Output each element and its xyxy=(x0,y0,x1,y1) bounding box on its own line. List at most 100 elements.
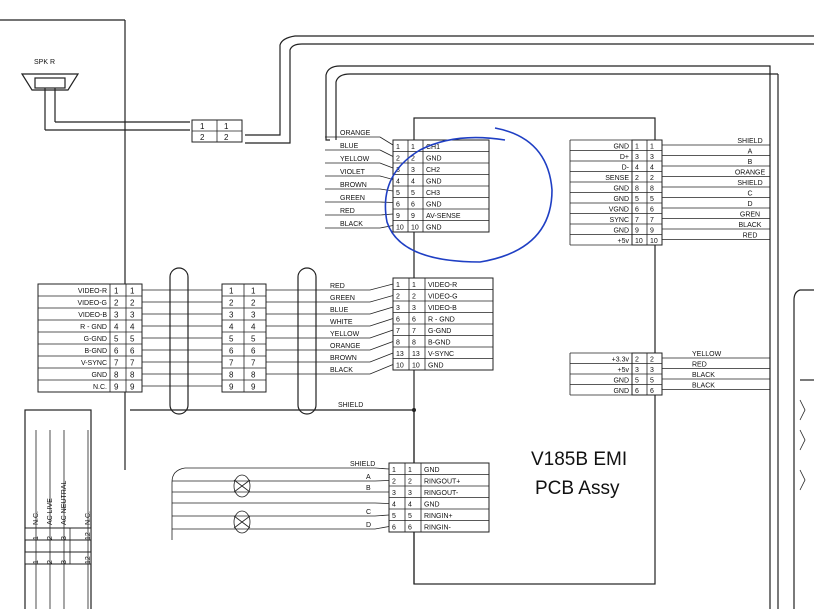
power-signal: GND xyxy=(613,378,629,385)
audio-wire-color-label: YELLOW xyxy=(340,156,370,163)
video-left-pin-right: 6 xyxy=(130,347,135,356)
video-left-signal: B-GND xyxy=(84,348,107,355)
video-left-pin-right: 4 xyxy=(130,323,135,332)
right-top-pin-right: 10 xyxy=(650,238,658,245)
ac-label: AC NEUTRAL xyxy=(61,481,68,525)
ring-pin-right: 3 xyxy=(408,490,412,497)
video-mid-pin-left: 2 xyxy=(229,299,234,308)
ac-outer-box xyxy=(24,409,92,609)
right-top-signal: GND xyxy=(613,196,629,203)
video-right-signal: V-SYNC xyxy=(428,351,454,358)
small-pin-2b: 2 xyxy=(224,133,229,142)
video-right-pin-right: 10 xyxy=(412,363,420,370)
power-signal: GND xyxy=(613,388,629,395)
pcb-label-line2: PCB Assy xyxy=(535,478,620,499)
video-wire xyxy=(266,329,394,339)
audio-signal-label: GND xyxy=(426,179,442,186)
audio-wire-color-label: ORANGE xyxy=(340,130,371,137)
right-top-pin-left: 6 xyxy=(635,207,639,214)
audio-signal-label: CH1 xyxy=(426,144,440,151)
audio-wire xyxy=(325,213,394,216)
audio-signal-label: CH2 xyxy=(426,167,440,174)
ring-wire-label: C xyxy=(366,509,371,516)
video-mid-pin-right: 6 xyxy=(251,347,256,356)
video-right-pin-left: 1 xyxy=(396,282,400,289)
video-wire-color-label: BROWN xyxy=(330,355,357,362)
video-mid-pin-left: 5 xyxy=(229,335,234,344)
video-left-signal: VIDEO-G xyxy=(77,300,107,307)
video-right-pin-right: 1 xyxy=(412,282,416,289)
right-top-pin-right: 3 xyxy=(650,154,654,161)
video-left-pin-left: 1 xyxy=(114,287,119,296)
video-left-signal: V-SYNC xyxy=(81,360,107,367)
power-pin-right: 5 xyxy=(650,378,654,385)
video-wire xyxy=(266,364,394,375)
video-left-pin-right: 3 xyxy=(130,311,135,320)
ac-pin-top: 12 xyxy=(85,532,92,540)
audio-wire-color-label: BLUE xyxy=(340,143,359,150)
video-left-pin-left: 7 xyxy=(114,359,119,368)
video-right-pin-right: 2 xyxy=(412,294,416,301)
right-top-pin-right: 7 xyxy=(650,217,654,224)
audio-wire-color-label: BROWN xyxy=(340,182,367,189)
audio-wire xyxy=(325,175,394,180)
twist-cross xyxy=(233,515,251,529)
twist-ellipse xyxy=(233,474,251,498)
twist-cross xyxy=(233,479,251,493)
ring-wire xyxy=(172,502,390,504)
video-right-pin-left: 6 xyxy=(396,317,400,324)
right-top-color-label: SHIELD xyxy=(737,180,762,187)
video-wire-color-label: BLUE xyxy=(330,307,349,314)
audio-signal-label: GND xyxy=(426,202,442,209)
ring-signal: RINGOUT+ xyxy=(424,479,460,486)
power-pin-right: 2 xyxy=(650,357,654,364)
video-right-signal: VIDEO-B xyxy=(428,305,457,312)
ring-pin-right: 4 xyxy=(408,502,412,509)
video-mid-pin-left: 1 xyxy=(229,287,234,296)
audio-wire-color-label: RED xyxy=(340,208,355,215)
video-left-signal: N.C. xyxy=(93,384,107,391)
power-pin-left: 5 xyxy=(635,378,639,385)
ring-wire-label: SHIELD xyxy=(350,461,375,468)
ring-wire-label: D xyxy=(366,522,371,529)
video-right-signal: GND xyxy=(428,363,444,370)
power-pin-left: 6 xyxy=(635,388,639,395)
right-top-signal: D+ xyxy=(620,154,629,161)
video-left-pin-left: 9 xyxy=(114,383,119,392)
ring-pin-right: 2 xyxy=(408,479,412,486)
small-pin-2a: 2 xyxy=(200,133,205,142)
video-mid-pin-right: 3 xyxy=(251,311,256,320)
video-right-pin-right: 7 xyxy=(412,328,416,335)
right-top-pin-left: 10 xyxy=(635,238,643,245)
right-top-color-label: A xyxy=(748,149,753,156)
ring-pin-right: 5 xyxy=(408,513,412,520)
audio-wire xyxy=(325,188,394,192)
power-pin-left: 3 xyxy=(635,367,639,374)
right-top-color-label: ORANGE xyxy=(735,170,766,177)
ac-label: AC LIVE xyxy=(47,498,54,525)
shield-line: SHIELD xyxy=(130,402,416,412)
video-wire xyxy=(266,295,394,303)
video-left-pin-right: 9 xyxy=(130,383,135,392)
video-left-pin-left: 2 xyxy=(114,299,119,308)
video-wire-color-label: RED xyxy=(330,283,345,290)
audio-wire xyxy=(325,149,394,157)
twist-ellipse xyxy=(233,510,251,534)
video-mid-pin-right: 5 xyxy=(251,335,256,344)
right-top-pin-left: 3 xyxy=(635,154,639,161)
right-top-signal: VGND xyxy=(609,207,629,214)
video-right-pin-left: 7 xyxy=(396,328,400,335)
ring-pin-left: 4 xyxy=(392,502,396,509)
audio-pin-left: 6 xyxy=(396,202,400,209)
right-top-pin-left: 4 xyxy=(635,165,639,172)
ring-signal: GND xyxy=(424,467,440,474)
video-left-pin-right: 2 xyxy=(130,299,135,308)
ring-pin-left: 6 xyxy=(392,525,396,532)
audio-wire xyxy=(325,136,394,146)
